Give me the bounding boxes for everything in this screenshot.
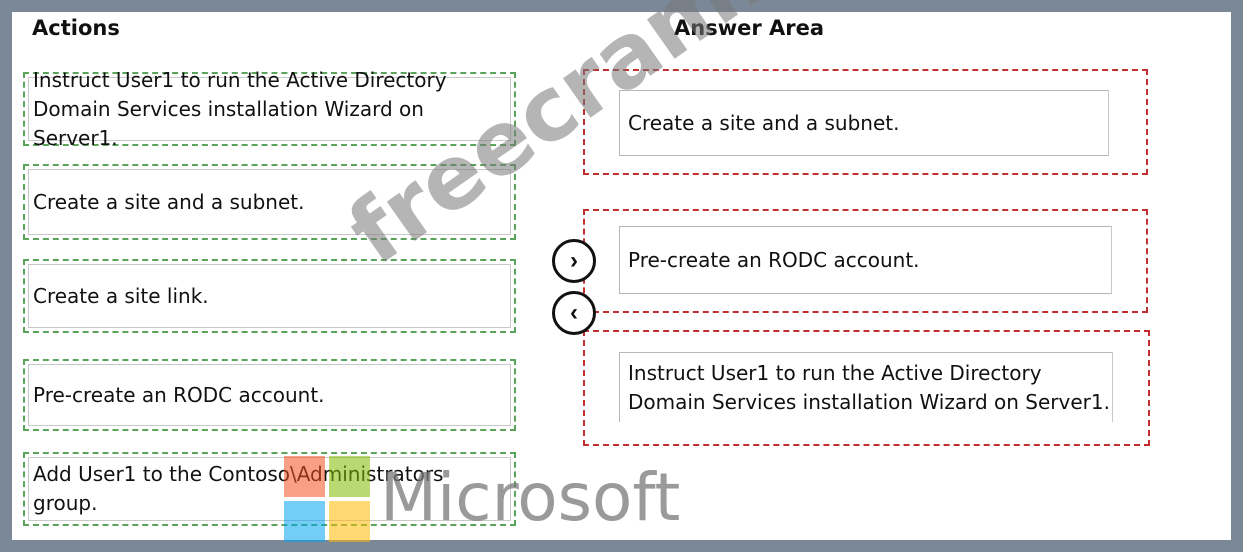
chevron-left-icon: ‹ xyxy=(570,299,578,326)
answer-item-text: Pre-create an RODC account. xyxy=(628,247,920,272)
move-right-button[interactable]: › xyxy=(552,239,596,283)
answer-item-precreate-rodc[interactable]: Pre-create an RODC account. xyxy=(619,226,1112,294)
actions-heading: Actions xyxy=(32,16,120,40)
answer-item-text: Instruct User1 to run the Active Directo… xyxy=(628,360,1110,414)
action-item-text: Create a site and a subnet. xyxy=(33,189,305,214)
move-left-button[interactable]: ‹ xyxy=(552,291,596,335)
chevron-right-icon: › xyxy=(570,247,578,274)
answer-item-run-wizard[interactable]: Instruct User1 to run the Active Directo… xyxy=(619,352,1113,422)
action-item-text: Create a site link. xyxy=(33,283,209,308)
action-item-precreate-rodc[interactable]: Pre-create an RODC account. xyxy=(23,359,516,431)
action-item-text: Instruct User1 to run the Active Directo… xyxy=(33,67,447,150)
answer-item-text: Create a site and a subnet. xyxy=(628,110,900,135)
action-item-text: Pre-create an RODC account. xyxy=(33,382,325,407)
action-item-create-site-link[interactable]: Create a site link. xyxy=(23,259,516,333)
action-item-create-site-subnet[interactable]: Create a site and a subnet. xyxy=(23,164,516,240)
answer-area-heading: Answer Area xyxy=(674,16,825,40)
action-item-run-wizard[interactable]: Instruct User1 to run the Active Directo… xyxy=(23,68,516,150)
answer-item-create-site-subnet[interactable]: Create a site and a subnet. xyxy=(619,90,1109,156)
